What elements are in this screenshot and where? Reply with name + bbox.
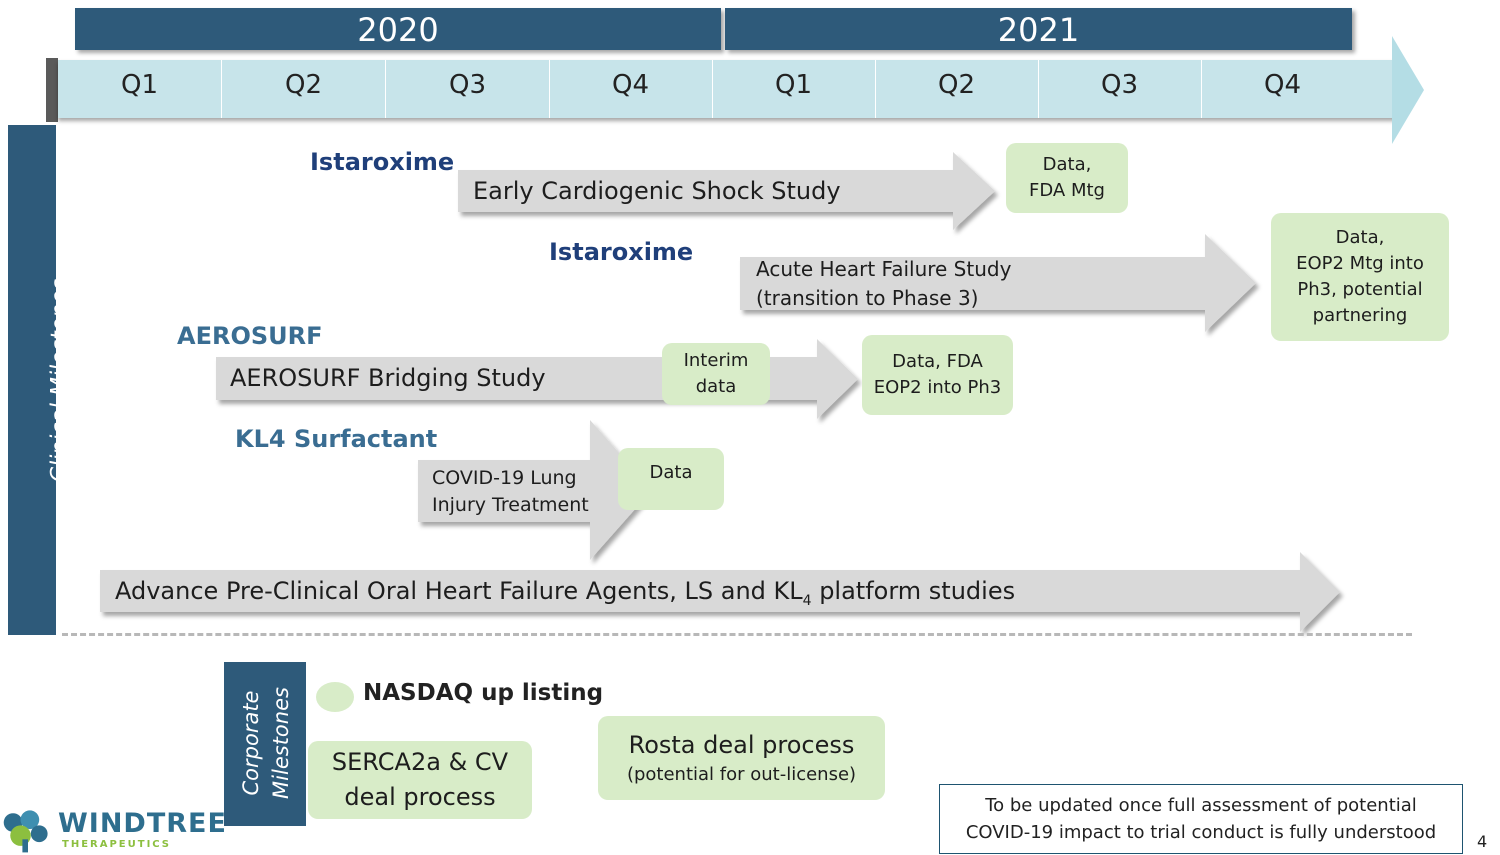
timeline-left-cap (46, 58, 58, 122)
study-acute-hf-line1: Acute Heart Failure Study (756, 257, 1012, 281)
corporate-serca: SERCA2a & CV deal process (308, 741, 532, 819)
study-preclinical: Advance Pre-Clinical Oral Heart Failure … (115, 577, 1015, 609)
study-preclinical-sub: 4 (802, 592, 812, 609)
milestone-interim-line2: data (695, 376, 737, 397)
study-early-cardiogenic: Early Cardiogenic Shock Study (473, 177, 841, 205)
drug-label-istaroxime-1: Istaroxime (310, 148, 455, 176)
logo-sub: THERAPEUTICS (62, 839, 172, 850)
milestone-aero-line1: Data, FDA (892, 350, 983, 372)
study-acute-hf-line2: (transition to Phase 3) (756, 286, 979, 310)
quarter-2020-q1: Q1 (58, 60, 222, 118)
milestone-ahf-line4: partnering (1312, 305, 1408, 327)
quarter-2021-q4: Q4 (1263, 70, 1301, 100)
corporate-rosta-line1: Rosta deal process (628, 730, 855, 759)
corporate-serca-line2: deal process (344, 783, 496, 811)
milestone-ecs-data: Data, FDA Mtg (1006, 143, 1128, 213)
year-label-2021: 2021 (997, 11, 1080, 49)
corporate-rosta: Rosta deal process (potential for out-li… (598, 716, 885, 800)
corporate-milestones-label-line2: Milestones (269, 687, 293, 799)
year-bar-2020: 2020 (75, 8, 721, 50)
milestone-ahf-line2: EOP2 Mtg into (1296, 252, 1424, 274)
clinical-milestones-band (8, 125, 56, 635)
study-covid-line1: COVID-19 Lung (432, 467, 577, 489)
arrow-acute-heart-failure (740, 234, 1256, 332)
milestone-interim-line1: Interim (683, 349, 749, 371)
update-note-line2: COVID-19 impact to trial conduct is full… (965, 822, 1437, 843)
logo-name: WINDTREE (58, 808, 227, 839)
milestone-ahf-data: Data, EOP2 Mtg into Ph3, potential partn… (1271, 213, 1449, 341)
update-note: To be updated once full assessment of po… (939, 784, 1463, 854)
quarter-band (58, 60, 1398, 118)
corporate-milestones-band (224, 662, 306, 826)
corporate-rosta-line2: (potential for out-license) (626, 764, 857, 786)
corporate-milestones-label-line1: Corporate (239, 690, 263, 796)
corporate-serca-line1: SERCA2a & CV (331, 748, 509, 777)
milestone-covid-data: Data (618, 448, 724, 510)
quarter-2020-q2: Q2 (222, 60, 386, 118)
arrow-early-cardiogenic (458, 152, 995, 230)
timeline-arrow-head (1392, 36, 1424, 144)
study-aerosurf-bridging: AEROSURF Bridging Study (230, 364, 546, 392)
year-label-2020: 2020 (357, 11, 439, 49)
quarter-2020-q3: Q3 (386, 60, 550, 118)
drug-label-istaroxime-2: Istaroxime (549, 238, 694, 266)
milestone-covid-line1: Data (649, 462, 693, 483)
quarter-2021-q2: Q2 (875, 60, 1039, 118)
arrow-preclinical (100, 552, 1340, 632)
arrow-covid (418, 420, 652, 560)
study-covid-line2: Injury Treatment (432, 494, 589, 516)
drug-label-kl4: KL4 Surfactant (235, 425, 438, 453)
milestone-interim-data: Interim data (662, 343, 770, 405)
milestone-ecs-line2: FDA Mtg (1029, 180, 1105, 201)
milestone-ahf-line1: Data, (1335, 226, 1385, 248)
page-number: 4 (1477, 832, 1488, 851)
windtree-logo-icon (3, 810, 48, 853)
study-preclinical-main: Advance Pre-Clinical Oral Heart Failure … (115, 577, 803, 605)
quarter-2021-q1: Q1 (712, 60, 876, 118)
quarter-2021-q3: Q3 (1038, 60, 1202, 118)
milestone-ahf-line3: Ph3, potential (1297, 279, 1423, 300)
milestone-ecs-line1: Data, (1042, 153, 1092, 175)
section-divider (62, 633, 1412, 636)
legend-swatch (316, 682, 354, 712)
drug-label-aerosurf: AEROSURF (177, 322, 323, 350)
milestone-aerosurf-data: Data, FDA EOP2 into Ph3 (862, 335, 1013, 415)
milestone-aero-line2: EOP2 into Ph3 (873, 377, 1002, 398)
legend-nasdaq: NASDAQ up listing (363, 680, 604, 706)
update-note-line1: To be updated once full assessment of po… (985, 795, 1417, 816)
quarter-2020-q4: Q4 (549, 60, 713, 118)
study-preclinical-tail: platform studies (811, 577, 1016, 605)
year-bar-2021: 2021 (725, 8, 1352, 50)
